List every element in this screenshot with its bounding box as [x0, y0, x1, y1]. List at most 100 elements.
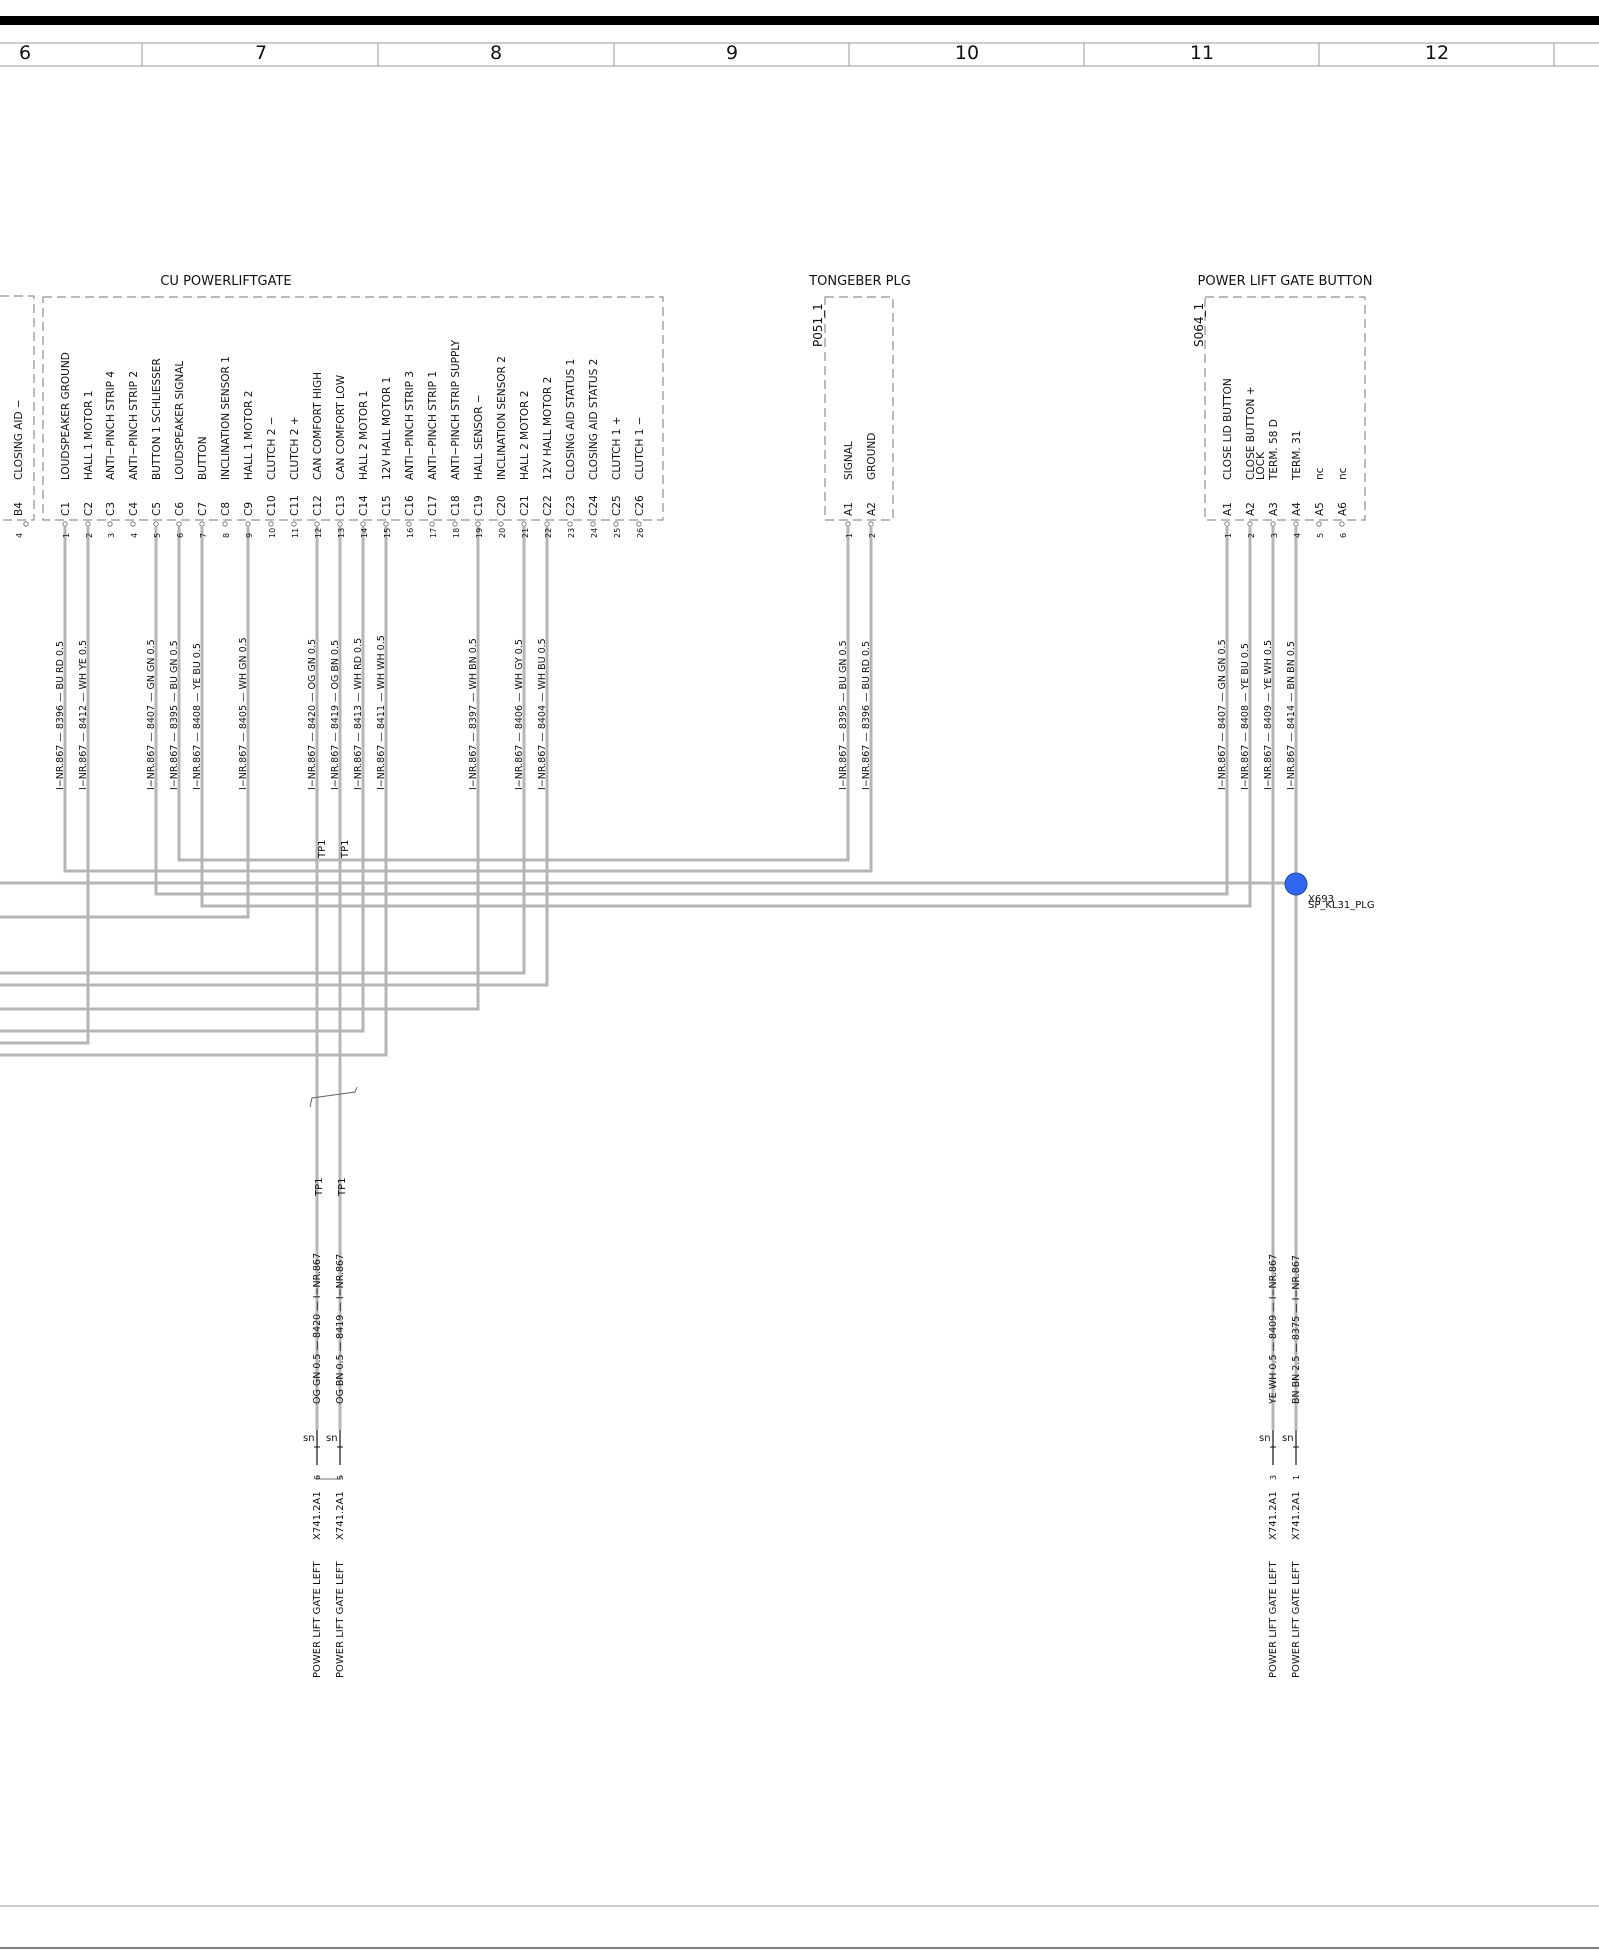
pin-designator: C20: [496, 495, 508, 516]
pin-designator: C1: [60, 502, 72, 516]
pin-name: INCLINATION SENSOR 2: [496, 356, 508, 480]
pin-terminal: [521, 521, 527, 527]
pin-designator: A3: [1268, 502, 1280, 516]
grid-column-number: 12: [1425, 42, 1449, 64]
pin-designator: C26: [634, 495, 646, 516]
frame-top-bar: [0, 16, 1599, 25]
pin-name: CLOSING AID STATUS 1: [565, 359, 577, 480]
connector-target: POWER LIFT GATE LEFT: [1291, 1560, 1302, 1678]
pin-name: SIGNAL: [843, 441, 855, 480]
pin-name: 12V HALL MOTOR 2: [542, 377, 554, 480]
pin-pair-bracket: [317, 1475, 342, 1480]
pin-number: 2: [1247, 533, 1256, 538]
pin-name: LOUDSPEAKER GROUND: [60, 352, 72, 480]
pin-terminal: [1224, 521, 1230, 527]
splice-id: X693: [1308, 894, 1334, 905]
wire-label: I−NR.867 — 8412 — WH YE 0.5: [78, 640, 89, 790]
pin-number: 23: [567, 528, 576, 538]
pin-terminal: [383, 521, 389, 527]
wire-8404: [0, 560, 549, 987]
tongeber-title: TONGEBER PLG: [808, 274, 911, 289]
pin-number: 14: [360, 528, 369, 538]
tp-label-upper-2: TP1: [340, 839, 351, 859]
pin-designator: A5: [1314, 502, 1326, 516]
pin-number: 10: [268, 528, 277, 538]
pin-number: 6: [176, 533, 185, 538]
pin-designator: A1: [1222, 502, 1234, 516]
pin-number: 16: [406, 528, 415, 538]
pin-terminal: [613, 521, 619, 527]
pin-name: CAN COMFORT LOW: [335, 374, 347, 480]
button-title: POWER LIFT GATE BUTTON: [1198, 274, 1373, 289]
pin-designator: C17: [427, 495, 439, 516]
wire-label: I−NR.867 — 8395 — BU GN 0.5: [838, 640, 849, 790]
pin-designator: A1: [843, 502, 855, 516]
prev-connector-outline: [0, 295, 35, 521]
pin-terminal: [1270, 521, 1276, 527]
pin-number: 3: [1270, 533, 1279, 538]
frame-bottom: [0, 1905, 1599, 1949]
connector-id: X741.2A1: [1291, 1491, 1302, 1540]
connector-target: POWER LIFT GATE LEFT: [335, 1560, 346, 1678]
grid-column-number: 6: [19, 42, 31, 64]
pin-designator: C12: [312, 495, 324, 516]
pin-name: ANTI−PINCH STRIP SUPPLY: [450, 339, 462, 480]
pin-terminal: [567, 521, 573, 527]
tongeber-outline: [824, 296, 894, 521]
connector-id: X741.2A1: [335, 1491, 346, 1540]
pin-name: ANTI−PINCH STRIP 4: [105, 371, 117, 480]
pin-name: ANTI−PINCH STRIP 1: [427, 371, 439, 480]
pin-name: HALL 2 MOTOR 2: [519, 391, 531, 480]
pin-name: BUTTON: [197, 436, 209, 480]
wire-label: I−NR.867 — 8396 — BU RD 0.5: [55, 641, 66, 790]
shield-label: sn: [326, 1433, 338, 1444]
grid-column-number: 10: [955, 42, 979, 64]
grid-column-number: 8: [490, 42, 502, 64]
pin-number: 5: [1316, 533, 1325, 538]
pin-designator: C5: [151, 502, 163, 516]
pin-name: ANTI−PINCH STRIP 2: [128, 371, 140, 480]
pin-terminal: [222, 521, 228, 527]
wire-label: I−NR.867 — 8413 — WH RD 0.5: [353, 638, 364, 790]
wires: [0, 527, 1298, 1430]
pin-terminal: [107, 521, 113, 527]
wire-label: I−NR.867 — 8419 — OG BN 0.5: [330, 640, 341, 790]
pin-number: 15: [383, 528, 392, 538]
pin-number: 18: [452, 528, 461, 538]
pin-number: 13: [337, 528, 346, 538]
wire-label: I−NR.867 — 8414 — BN BN 0.5: [1286, 641, 1297, 790]
connector-target: POWER LIFT GATE LEFT: [312, 1560, 323, 1678]
pin-name: nc: [1314, 467, 1326, 480]
pin-number: 4: [130, 533, 139, 538]
pin-designator: C16: [404, 495, 416, 516]
pin-terminal: [176, 521, 182, 527]
grid-column-number: 9: [726, 42, 738, 64]
pin-designator: C9: [243, 502, 255, 516]
connector-target: POWER LIFT GATE LEFT: [1268, 1560, 1279, 1678]
connector-pin-number: 6: [313, 1475, 322, 1480]
pin-designator: C14: [358, 495, 370, 516]
lower-wire-label: YE WH 0.5 — 8409 — I−NR.867: [1268, 1254, 1279, 1405]
pin-terminal: [23, 521, 29, 527]
pin-name: HALL 2 MOTOR 1: [358, 391, 370, 480]
wire-label: I−NR.867 — 8396 — BU RD 0.5: [861, 641, 872, 790]
pin-designator: C8: [220, 502, 232, 516]
pin-name: CAN COMFORT HIGH: [312, 372, 324, 480]
pin-name: CLOSE LID BUTTON: [1222, 378, 1234, 480]
connector-pin-number: 3: [1269, 1475, 1278, 1480]
pin-name: TERM. 58 D: [1268, 419, 1280, 481]
pin-terminal: [1339, 521, 1345, 527]
connector-pin-number: 5: [336, 1475, 345, 1480]
pin-number: 25: [613, 528, 622, 538]
pin-number: 2: [868, 533, 877, 538]
pin-number: 3: [107, 533, 116, 538]
pin-name: CLOSING AID STATUS 2: [588, 359, 600, 480]
pin-designator: A6: [1337, 502, 1349, 516]
pin-name: HALL 1 MOTOR 1: [83, 391, 95, 480]
pin-number: 21: [521, 528, 530, 538]
pin-name: CLUTCH 1 +: [611, 416, 623, 480]
